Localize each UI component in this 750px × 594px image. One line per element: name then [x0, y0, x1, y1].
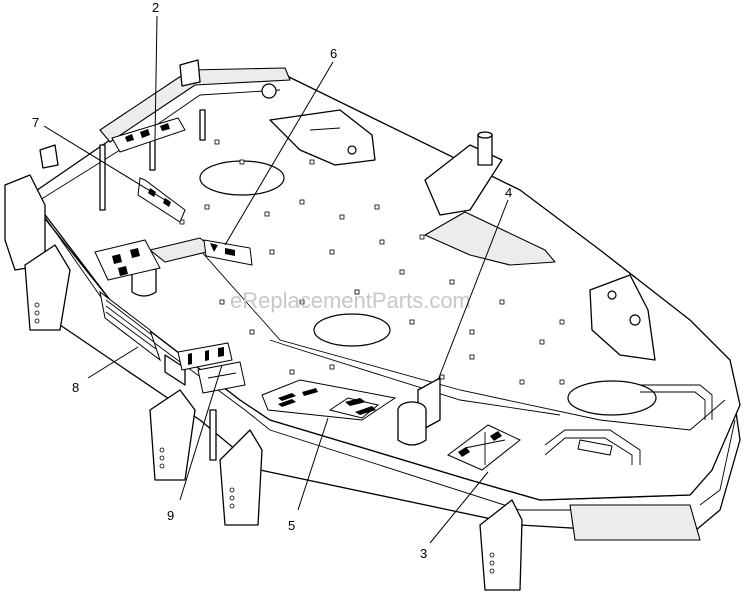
front-bracket-1 [149, 389, 196, 481]
decal-8 [99, 290, 186, 386]
right-rear-bracket [589, 274, 656, 361]
leader-5 [297, 417, 329, 511]
mounting-dot [539, 339, 545, 345]
handle-rail [640, 384, 713, 420]
mounting-dot [339, 214, 345, 220]
rear-hinge-tab-left [39, 144, 59, 169]
mounting-dot [439, 374, 445, 380]
callout-6: 6 [330, 46, 337, 61]
mounting-dot [204, 204, 210, 210]
mounting-dot [249, 329, 255, 335]
mounting-dot [299, 299, 305, 305]
mounting-dot [239, 159, 245, 165]
mounting-dot [559, 379, 565, 385]
decals [94, 117, 613, 471]
callout-8: 8 [72, 380, 79, 395]
decal-warning-left [94, 239, 161, 281]
deck-right-end-panel [569, 504, 701, 541]
leader-7 [43, 125, 166, 201]
mounting-dot [379, 239, 385, 245]
callout-9: 9 [167, 508, 174, 523]
decal-9 [177, 342, 246, 394]
mounting-dot [309, 159, 315, 165]
decal-5 [261, 379, 397, 421]
mounting-dot [469, 329, 475, 335]
mounting-dot [299, 199, 305, 205]
idler-plate [424, 211, 556, 266]
mounting-dots [179, 139, 565, 385]
callout-5: 5 [288, 518, 295, 533]
mounting-dot [399, 269, 405, 275]
deck-trough-line [39, 89, 281, 201]
leader-9 [179, 364, 223, 501]
bolt-rod [99, 144, 106, 211]
mounting-dot [289, 369, 295, 375]
mounting-dot [269, 249, 275, 255]
decal-6 [203, 239, 253, 266]
callout-4: 4 [505, 185, 512, 200]
leader-2 [154, 15, 158, 141]
watermark: eReplacementParts.com [230, 288, 471, 313]
decal-right-small [577, 439, 613, 456]
front-rail [544, 429, 641, 465]
front-rod [209, 409, 217, 461]
rear-hinge-tab-center [179, 59, 201, 87]
mounting-dot [264, 211, 270, 217]
deck-hardware [4, 59, 713, 591]
spindle-hole-right [567, 380, 657, 416]
mounting-dot [519, 379, 525, 385]
mounting-dot [499, 299, 505, 305]
leader-4 [437, 199, 509, 381]
mounting-dot [329, 364, 335, 370]
callout-labels: 2 6 7 4 8 9 5 3 [32, 0, 512, 561]
mounting-dot [419, 234, 425, 240]
left-front-bracket [24, 244, 71, 331]
callout-7: 7 [32, 115, 39, 130]
front-bracket-2 [219, 429, 263, 526]
decal-3 [447, 424, 521, 471]
mounting-dot [329, 249, 335, 255]
leader-6 [224, 61, 334, 246]
leader-lines [43, 15, 509, 544]
callout-2: 2 [152, 0, 159, 15]
decal-2 [111, 117, 186, 153]
deck-step-line [199, 249, 726, 431]
spindle-hole-center [313, 313, 391, 347]
idler-pivot [477, 134, 493, 166]
spindle-holes [199, 160, 657, 416]
leader-3 [429, 471, 489, 544]
mounting-dot [469, 354, 475, 360]
mounting-dot [409, 319, 415, 325]
mounting-dot [374, 204, 380, 210]
mounting-dot [354, 289, 360, 295]
rear-pin-hole [261, 83, 277, 99]
mounting-dot [219, 299, 225, 305]
deck-step-line-2 [269, 339, 561, 416]
mounting-dot [559, 319, 565, 325]
leader-8 [87, 346, 139, 379]
deck-front-lip [39, 209, 690, 511]
callout-3: 3 [420, 546, 427, 561]
front-bracket-3 [479, 499, 523, 591]
mounting-dot [214, 139, 220, 145]
mounting-dot [449, 279, 455, 285]
